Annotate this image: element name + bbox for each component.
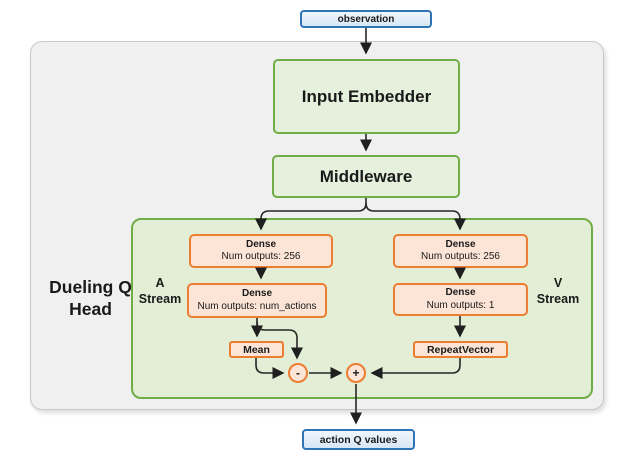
v-dense-1-subtitle: Num outputs: 256 <box>421 251 500 262</box>
v-stream-dense-1: Dense Num outputs: 256 <box>393 234 528 268</box>
v-stream-dense-2: Dense Num outputs: 1 <box>393 283 528 316</box>
observation-node: observation <box>300 10 432 28</box>
subtract-op-node: - <box>288 363 308 383</box>
action-q-values-label: action Q values <box>319 433 398 446</box>
subtract-op-label: - <box>296 366 300 380</box>
mean-label: Mean <box>243 343 270 356</box>
v-dense-1-title: Dense <box>445 238 476 250</box>
input-embedder-label: Input Embedder <box>301 86 432 106</box>
a-stream-label: A Stream <box>138 276 182 306</box>
v-dense-2-title: Dense <box>445 287 476 298</box>
a-stream-dense-1: Dense Num outputs: 256 <box>189 234 333 268</box>
middleware-label: Middleware <box>319 166 413 186</box>
mean-node: Mean <box>229 341 284 358</box>
a-stream-dense-2: Dense Num outputs: num_actions <box>187 283 327 318</box>
v-stream-label: V Stream <box>536 276 580 306</box>
input-embedder-node: Input Embedder <box>273 59 460 134</box>
v-dense-2-subtitle: Num outputs: 1 <box>426 299 495 311</box>
repeat-vector-label: RepeatVector <box>426 343 495 356</box>
repeat-vector-node: RepeatVector <box>413 341 508 358</box>
a-dense-1-subtitle: Num outputs: 256 <box>221 251 301 262</box>
observation-label: observation <box>337 13 395 25</box>
dueling-q-head-label: Dueling Q Head <box>49 277 132 319</box>
middleware-node: Middleware <box>272 155 460 198</box>
action-q-values-node: action Q values <box>302 429 415 450</box>
a-dense-2-title: Dense <box>241 288 272 299</box>
add-op-label: + <box>352 366 360 380</box>
add-op-node: + <box>346 363 366 383</box>
a-dense-2-subtitle: Num outputs: num_actions <box>197 300 317 312</box>
a-dense-1-title: Dense <box>245 238 276 250</box>
